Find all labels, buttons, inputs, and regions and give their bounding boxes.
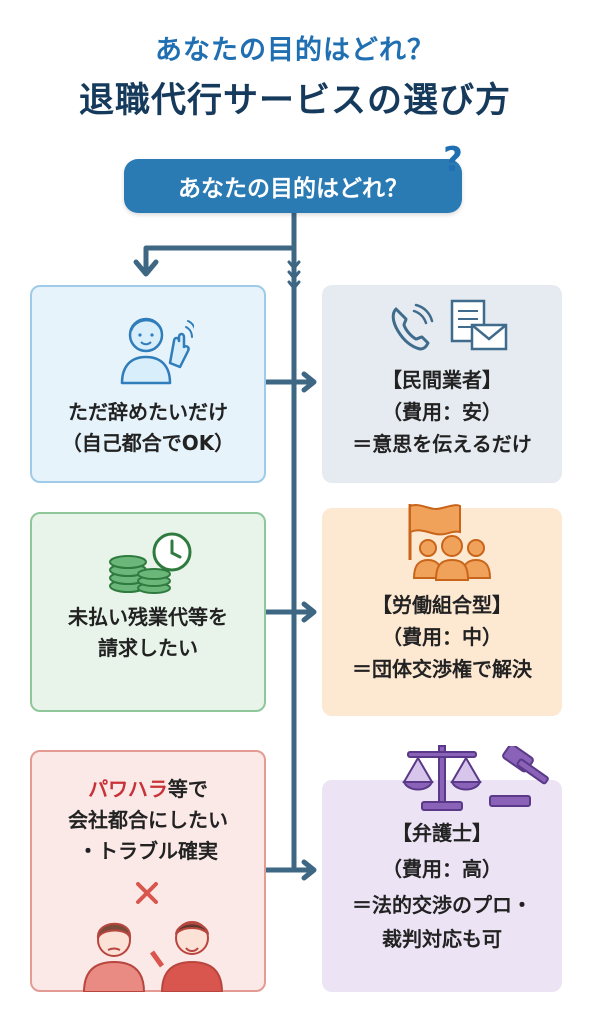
arrow-head-row2: [301, 601, 317, 623]
arrow-head-row3: [301, 859, 317, 881]
subtitle: あなたの目的はどれ？: [155, 35, 435, 66]
gavel-icon: [489, 746, 549, 807]
result-name: 【労働組合型】: [372, 593, 512, 617]
option-line2: 請求したい: [98, 636, 198, 660]
result-name: 【弁護士】: [392, 821, 492, 845]
option-highlight: パワハラ: [88, 777, 168, 801]
scales-icon: [402, 745, 482, 811]
cross-mark-icon: [136, 882, 158, 904]
result-cost: （費用：中）: [382, 625, 502, 649]
result-description-line2: 裁判対応も可: [382, 927, 502, 951]
option-line1: パワハラ等で: [32, 774, 264, 805]
option-line2: （自己都合でOK）: [61, 431, 235, 455]
arguing-people-icon: [83, 921, 223, 992]
result-private-agency: 【民間業者】 （費用：安） ＝意思を伝えるだけ: [322, 285, 562, 483]
arrow-head-down: [133, 259, 159, 277]
option-harassment: パワハラ等で 会社都合にしたい ・トラブル確実: [30, 750, 266, 992]
flag-icon: [408, 504, 461, 560]
arrow-head-row1: [301, 371, 317, 393]
result-description: ＝団体交渉権で解決: [352, 657, 532, 681]
question-mark-icon: ?: [443, 140, 463, 180]
option-line1: ただ辞めたいだけ: [68, 400, 228, 424]
result-name: 【民間業者】: [382, 368, 502, 392]
option-quit-only: ただ辞めたいだけ （自己都合でOK）: [30, 285, 266, 483]
option-line1-rest: 等で: [167, 777, 208, 801]
page-title: 退職代行サービスの選び方: [78, 81, 511, 121]
result-labor-union: 【労働組合型】 （費用：中） ＝団体交渉権で解決: [322, 504, 562, 716]
result-cost: （費用：高）: [382, 857, 502, 881]
trunk-chevrons: [287, 260, 301, 290]
waving-person-icon: [120, 317, 194, 385]
result-lawyer: 【弁護士】 （費用：高） ＝法的交渉のプロ・ 裁判対応も可: [322, 745, 562, 992]
option-unpaid-overtime: 未払い残業代等を 請求したい: [30, 512, 266, 712]
result-description-line1: ＝法的交渉のプロ・: [352, 893, 532, 917]
phone-icon: [391, 303, 434, 351]
result-description: ＝意思を伝えるだけ: [352, 432, 532, 456]
document-mail-icon: [450, 299, 508, 351]
group-icon: [412, 535, 492, 581]
option-line2: 会社都合にしたい: [68, 808, 228, 832]
connector-to-first-option: [143, 210, 297, 273]
option-line3: ・トラブル確実: [78, 839, 218, 863]
result-cost: （費用：安）: [382, 400, 502, 424]
start-question: あなたの目的はどれ？: [124, 159, 462, 213]
coins-clock-icon: [109, 532, 192, 594]
option-line1: 未払い残業代等を: [68, 605, 228, 629]
